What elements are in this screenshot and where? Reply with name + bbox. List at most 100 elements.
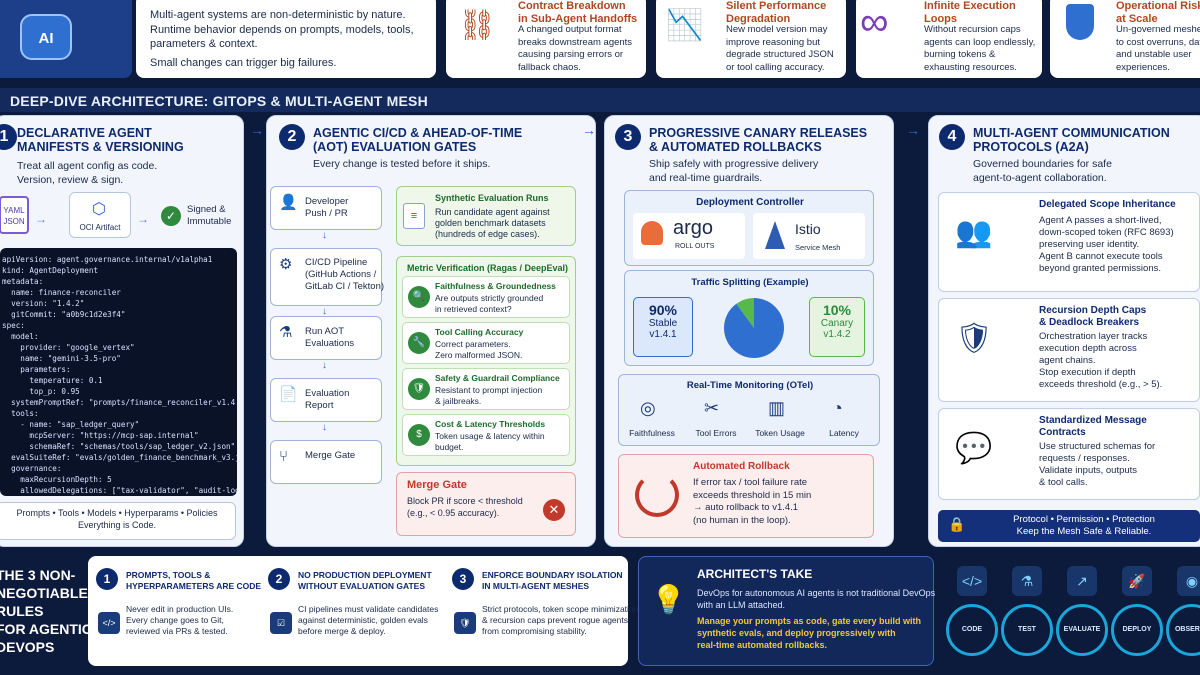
istio-name: Istio (795, 221, 821, 237)
metric-title: Tool Calling Accuracy (435, 327, 524, 337)
rules-heading: THE 3 NON- NEGOTIABLE RULES FOR AGENTIC … (0, 567, 92, 655)
step-label: CI/CD Pipeline (GitHub Actions / GitLab … (305, 257, 385, 292)
rule-body: Strict protocols, token scope minimizati… (482, 604, 639, 636)
pipeline-step: 📄Evaluation Report (270, 378, 382, 422)
code-line: kind: AgentDeployment (2, 266, 99, 275)
stable-box: 90% Stable v1.4.1 (633, 297, 693, 357)
down-arrow-icon: ↓ (322, 306, 327, 317)
a2a-title: Recursion Depth Caps & Deadlock Breakers (1039, 305, 1147, 328)
flow-arrow-icon: → (250, 122, 264, 138)
intro-text: Multi-agent systems are non-deterministi… (150, 8, 414, 70)
argo-sub: ROLL OUTS (675, 243, 715, 250)
down-arrow-icon: ↓ (322, 230, 327, 241)
code-line: provider: "google_vertex" (2, 343, 135, 352)
cycle-stage-icon: ⚗ (1012, 566, 1042, 596)
code-line: - name: "sap_ledger_query" (2, 420, 140, 429)
code-line: parameters: (2, 365, 71, 374)
rule-body: CI pipelines must validate candidates ag… (298, 604, 439, 636)
code-line: governance: (2, 464, 62, 473)
rule-icon: 🛡 (454, 612, 476, 634)
take-title: ARCHITECT'S TAKE (697, 567, 813, 581)
cube-icon: ⬡ (92, 201, 106, 218)
code-line: name: finance-reconciler (2, 288, 121, 297)
column-subtitle: Every change is tested before it ships. (313, 158, 491, 170)
flow-arrow-icon: → (906, 122, 920, 138)
oci-artifact-box: ⬡ OCI Artifact (69, 192, 131, 238)
issue-title: Contract Breakdown in Sub-Agent Handoffs (518, 0, 638, 25)
rollback-body: If error tax / tool failure rate exceeds… (693, 477, 812, 526)
issue-card: ⛓ Contract Breakdown in Sub-Agent Handof… (446, 0, 646, 78)
ai-label: AI (38, 30, 54, 47)
cycle-stage-icon: ↗ (1067, 566, 1097, 596)
merge-gate-box: Merge Gate Block PR if score < threshold… (396, 472, 576, 536)
metric-body: Correct parameters. Zero malformed JSON. (435, 339, 523, 360)
infinity-loop-icon: ∞ (860, 0, 889, 44)
code-line: maxRecursionDepth: 5 (2, 475, 112, 484)
a2a-body: Use structured schemas for requests / re… (1039, 441, 1156, 488)
step-number: 4 (939, 124, 965, 150)
pipeline-step: ⚙CI/CD Pipeline (GitHub Actions / GitLab… (270, 248, 385, 306)
down-arrow-icon: ↓ (322, 422, 327, 433)
sail-icon (765, 221, 785, 249)
istio-logo: Istio Service Mesh (753, 213, 865, 259)
block-icon: ✕ (543, 499, 565, 521)
step-number: 1 (0, 124, 17, 150)
rule-number: 2 (268, 568, 290, 590)
gate-title: Merge Gate (407, 479, 467, 491)
column-subtitle: Ship safely with progressive delivery an… (649, 158, 819, 184)
rule-icon: ☑ (270, 612, 292, 634)
a2a-footer: 🔒 Protocol • Permission • Protection Kee… (938, 510, 1200, 542)
metric-title: Safety & Guardrail Compliance (435, 373, 560, 383)
monitor-label: Faithfulness (629, 428, 675, 438)
gauge-icon: ◔ (832, 398, 843, 418)
octopus-icon (641, 221, 663, 245)
code-line: name: "gemini-3.5-pro" (2, 354, 121, 363)
intro-line: Small changes can trigger big failures. (150, 56, 337, 69)
argo-logo: argo ROLL OUTS (633, 213, 745, 259)
flow-arrow-icon: → (582, 122, 596, 138)
code-line: systemPromptRef: "prompts/finance_reconc… (11, 398, 237, 407)
rule-title: ENFORCE BOUNDARY ISOLATION IN MULTI-AGEN… (482, 570, 623, 591)
metric-icon: $ (408, 424, 430, 446)
stable-pct: 90% (648, 302, 678, 318)
report-icon: 📄 (279, 386, 298, 403)
code-line: model: (2, 332, 39, 341)
take-highlight: Manage your prompts as code, gate every … (697, 616, 922, 650)
code-line: allowedDelegations: ["tax-validator", "a… (2, 486, 237, 495)
broken-link-icon: ⛓ (458, 9, 497, 42)
shield-icon (1066, 4, 1094, 40)
issue-body: Un-governed meshes to cost overruns, dat… (1116, 24, 1200, 73)
deployment-controller: Deployment Controller argo ROLL OUTS Ist… (624, 190, 874, 266)
monitor-label: Latency (829, 428, 859, 438)
intro-card: Multi-agent systems are non-deterministi… (136, 0, 436, 78)
shield-icon: 🛡 (955, 322, 994, 355)
metric-title: Faithfulness & Groundedness (435, 281, 556, 291)
monitor-label: Tool Errors (695, 428, 737, 438)
top-strip: AI Multi-agent systems are non-determini… (0, 0, 1200, 86)
code-line: spec: (2, 321, 25, 330)
robot-icon: AI (20, 14, 72, 60)
a2a-body: Orchestration layer tracks execution dep… (1039, 331, 1163, 390)
code-line: gitCommit: "a0b9c1d2e3f4" (2, 310, 126, 319)
code-line: temperature: 0.1 (2, 376, 103, 385)
step-label: Merge Gate (305, 450, 356, 461)
issue-title: Silent Performance Degradation (726, 0, 827, 25)
a2a-title: Delegated Scope Inheritance (1039, 199, 1176, 210)
issue-body: A changed output format breaks downstrea… (518, 24, 633, 73)
stable-label: Stable (648, 318, 678, 329)
metric-icon: 🛡 (408, 378, 430, 400)
code-line: metadata: (2, 277, 44, 286)
issue-card: Operational Risk at Scale Un-governed me… (1050, 0, 1200, 78)
rule-body: Never edit in production UIs. Every chan… (126, 604, 234, 636)
synthetic-eval-box: ≡ Synthetic Evaluation Runs Run candidat… (396, 186, 576, 246)
column-title: MULTI-AGENT COMMUNICATION PROTOCOLS (A2A… (973, 126, 1170, 154)
issue-title: Operational Risk at Scale (1116, 0, 1200, 25)
rule-number: 1 (96, 568, 118, 590)
gate-body: Block PR if score < threshold (e.g., < 0… (407, 496, 523, 518)
monitor-label: Token Usage (755, 428, 805, 438)
rule-title: PROMPTS, TOOLS & HYPERPARAMETERS ARE COD… (126, 570, 262, 591)
traffic-title: Traffic Splitting (Example) (691, 277, 809, 288)
manifest-footer: Prompts • Tools • Models • Hyperparams •… (0, 502, 236, 540)
